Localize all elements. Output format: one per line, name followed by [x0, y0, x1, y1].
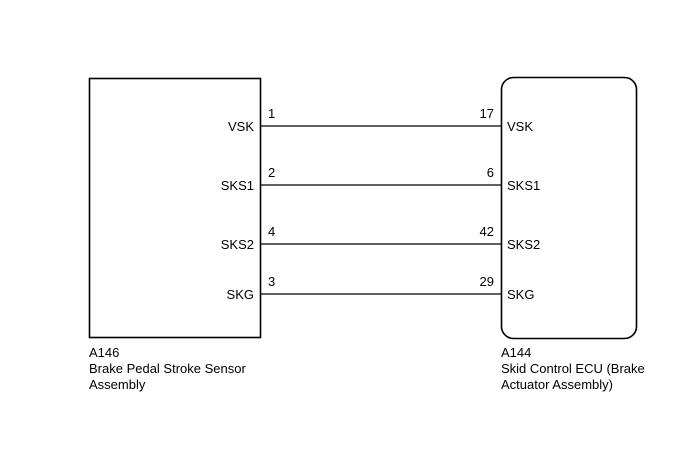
right-component-box	[500, 76, 638, 340]
right-terminal-label: VSK	[507, 119, 533, 134]
left-component-name-line1: Brake Pedal Stroke Sensor	[89, 361, 246, 376]
left-terminal-label: SKS2	[221, 237, 254, 252]
left-terminal-label: SKG	[227, 287, 254, 302]
right-component-name-line2: Actuator Assembly)	[501, 377, 613, 392]
right-terminal-label: SKS1	[507, 178, 540, 193]
left-pin-number: 3	[268, 274, 275, 289]
left-component-box	[88, 77, 262, 339]
left-pin-number: 1	[268, 106, 275, 121]
right-terminal-label: SKG	[507, 287, 534, 302]
left-component-name-line2: Assembly	[89, 377, 146, 392]
right-component-name-line1: Skid Control ECU (Brake	[501, 361, 645, 376]
left-pin-number: 4	[268, 224, 275, 239]
right-component-id: A144	[501, 345, 531, 360]
left-pin-number: 2	[268, 165, 275, 180]
right-pin-number: 29	[480, 274, 494, 289]
left-terminal-label: VSK	[228, 119, 254, 134]
right-pin-number: 42	[480, 224, 494, 239]
right-terminal-label: SKS2	[507, 237, 540, 252]
left-terminal-label: SKS1	[221, 178, 254, 193]
right-pin-number: 6	[487, 165, 494, 180]
left-component-id: A146	[89, 345, 119, 360]
right-pin-number: 17	[480, 106, 494, 121]
